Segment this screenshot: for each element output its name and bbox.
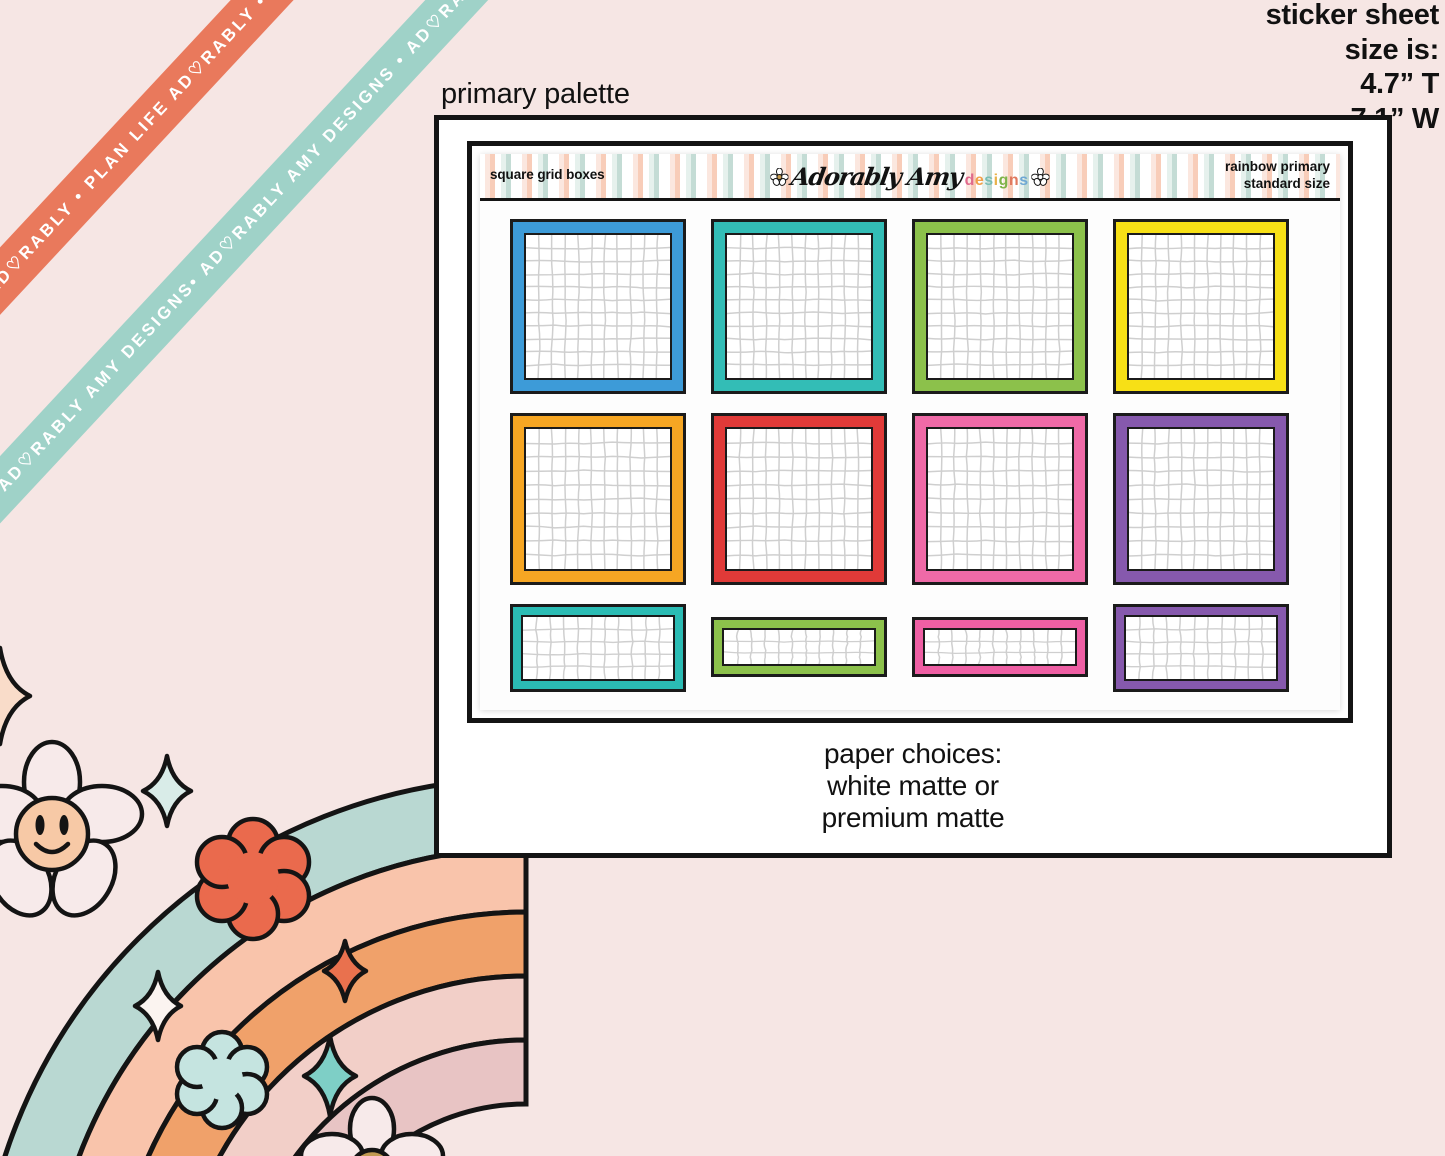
four-point-star [0,648,30,744]
four-point-star [324,941,366,1001]
orange-square-grid-box [510,413,686,585]
pink-grid-strip [912,617,1088,677]
primary-palette-label: primary palette [441,78,630,111]
grid-box-writing-area [1127,427,1275,571]
four-point-star [143,756,191,826]
size-note-line-2: size is: [1266,33,1439,68]
yellow-square-grid-box [1113,219,1289,394]
flower-icon [1032,168,1050,186]
product-card: square grid boxes [434,115,1392,858]
sticker-sheet-frame: square grid boxes [467,141,1353,723]
teal-grid-strip [510,604,686,692]
brand-logo-designs: designs [965,173,1029,189]
green-grid-strip [711,617,887,677]
grid-box-writing-area [1124,615,1278,681]
blue-square-grid-box [510,219,686,394]
sheet-title-label: square grid boxes [490,167,605,182]
sticker-sheet-header: square grid boxes [480,154,1340,201]
paper-choices-note: paper choices: white matte or premium ma… [439,738,1387,834]
four-point-star [304,1036,356,1116]
teal-square-grid-box [711,219,887,394]
grid-box-writing-area [521,615,675,681]
sticker-sheet: square grid boxes [480,154,1340,710]
grid-box-writing-area [725,427,873,571]
sheet-variant-label: rainbow primary standard size [1225,159,1330,193]
pink-square-grid-box [912,413,1088,585]
red-square-grid-box [711,413,887,585]
grid-box-writing-area [722,628,876,666]
watermark-ribbon-orange-text: PLAN LIFE AD♡RABLY • PLAN LIFE AD♡RABLY … [0,0,387,395]
sheet-variant-line-1: rainbow primary [1225,159,1330,176]
size-note-line-3: 4.7” T [1266,67,1439,102]
brand-logo: Adorably Amy designs [770,160,1049,194]
smiley-daisy-flower [0,742,142,927]
mint-flower [177,1032,267,1128]
brand-logo-script: Adorably Amy [790,165,964,189]
grid-box-writing-area [524,233,672,380]
sticker-grid-area [480,201,1340,710]
grid-box-writing-area [926,427,1074,571]
sheet-variant-line-2: standard size [1225,176,1330,193]
paper-choices-line-3: premium matte [439,802,1387,834]
purple-grid-strip [1113,604,1289,692]
grid-box-writing-area [725,233,873,380]
purple-square-grid-box [1113,413,1289,585]
grid-box-writing-area [926,233,1074,380]
paper-choices-line-2: white matte or [439,770,1387,802]
paper-choices-line-1: paper choices: [439,738,1387,770]
four-point-star [135,972,181,1040]
watermark-ribbon-mint-text: AD♡RABLY AMY DESIGNS• AD♡RABLY AMY DESIG… [0,0,476,502]
orange-flower-main [197,819,309,939]
grid-box-writing-area [923,628,1077,666]
white-daisy-flower [301,1098,443,1156]
green-square-grid-box [912,219,1088,394]
grid-box-writing-area [524,427,672,571]
flower-icon [770,168,788,186]
grid-box-writing-area [1127,233,1275,380]
size-note-line-1: sticker sheet [1266,0,1439,33]
